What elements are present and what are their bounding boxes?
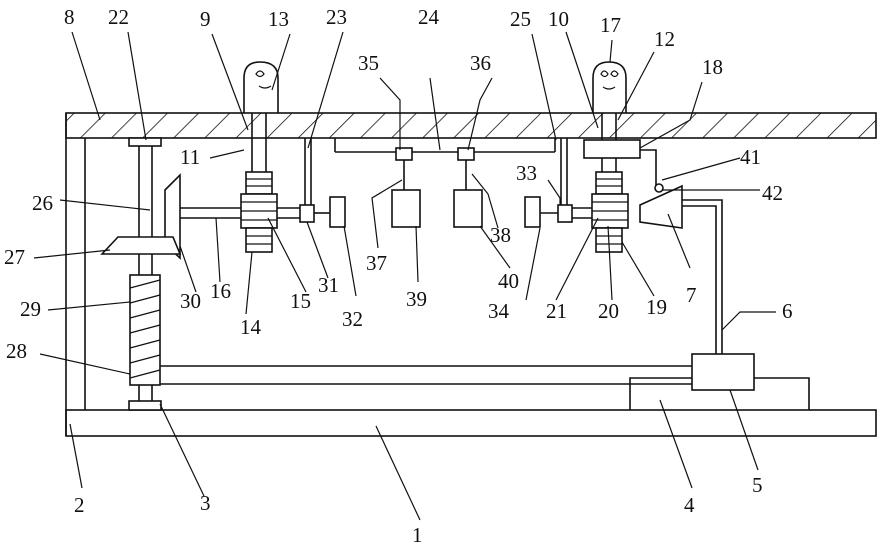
label-12: 12 (654, 27, 675, 51)
label-27: 27 (4, 245, 25, 269)
label-19: 19 (646, 295, 667, 319)
slider-36 (458, 148, 474, 160)
label-37: 37 (366, 251, 387, 275)
label-10: 10 (548, 7, 569, 31)
label-26: 26 (32, 191, 53, 215)
part-labels: 8 22 9 13 23 35 24 36 25 10 17 12 18 41 … (4, 5, 793, 547)
label-13: 13 (268, 7, 289, 31)
block-40 (454, 190, 482, 227)
label-7: 7 (686, 283, 697, 307)
label-28: 28 (6, 339, 27, 363)
right-upper-gear (596, 172, 622, 194)
label-31: 31 (318, 273, 339, 297)
right-worm-gear (592, 194, 628, 228)
label-23: 23 (326, 5, 347, 29)
vertical-rod-23 (305, 138, 311, 205)
pipe-6 (682, 200, 722, 354)
controller-box (692, 354, 754, 390)
label-4: 4 (684, 493, 695, 517)
label-8: 8 (64, 5, 75, 29)
label-11: 11 (180, 145, 200, 169)
top-bearing (129, 138, 161, 146)
label-38: 38 (490, 223, 511, 247)
left-lower-gear (246, 228, 272, 252)
connecting-bar (160, 366, 692, 384)
label-2: 2 (74, 493, 85, 517)
left-worm-gear (241, 194, 277, 228)
bracket-18 (584, 140, 640, 158)
label-35: 35 (358, 51, 379, 75)
label-14: 14 (240, 315, 262, 339)
label-25: 25 (510, 7, 531, 31)
label-33: 33 (516, 161, 537, 185)
label-32: 32 (342, 307, 363, 331)
label-34: 34 (488, 299, 510, 323)
bottom-bearing (129, 401, 161, 410)
label-21: 21 (546, 299, 567, 323)
label-18: 18 (702, 55, 723, 79)
label-39: 39 (406, 287, 427, 311)
label-30: 30 (180, 289, 201, 313)
coupling-31 (300, 205, 314, 222)
label-36: 36 (470, 51, 491, 75)
motor-34 (525, 197, 540, 227)
slider-35 (396, 148, 412, 160)
left-side-wall (66, 113, 85, 436)
label-3: 3 (200, 491, 211, 515)
upper-rail (335, 138, 555, 152)
label-1: 1 (412, 523, 423, 547)
label-15: 15 (290, 289, 311, 313)
valve-42 (655, 184, 663, 192)
label-22: 22 (108, 5, 129, 29)
threaded-sleeve (130, 275, 160, 385)
label-16: 16 (210, 279, 231, 303)
vertical-rod-25 (561, 138, 567, 205)
label-17: 17 (600, 13, 621, 37)
label-6: 6 (782, 299, 793, 323)
pipe-41 (640, 150, 656, 186)
bevel-gear-horizontal (102, 237, 180, 254)
base-plate (66, 410, 876, 436)
label-9: 9 (200, 7, 211, 31)
motor-32 (330, 197, 345, 227)
top-plate (66, 113, 876, 138)
right-cap-knob (593, 62, 626, 113)
label-29: 29 (20, 297, 41, 321)
label-5: 5 (752, 473, 763, 497)
label-40: 40 (498, 269, 519, 293)
left-upper-gear (246, 172, 272, 194)
block-39 (392, 190, 420, 227)
label-42: 42 (762, 181, 783, 205)
coupling-33 (558, 205, 572, 222)
right-horizontal-shaft (572, 208, 594, 218)
label-24: 24 (418, 5, 440, 29)
label-41: 41 (740, 145, 761, 169)
label-20: 20 (598, 299, 619, 323)
horizontal-shaft (180, 208, 300, 218)
